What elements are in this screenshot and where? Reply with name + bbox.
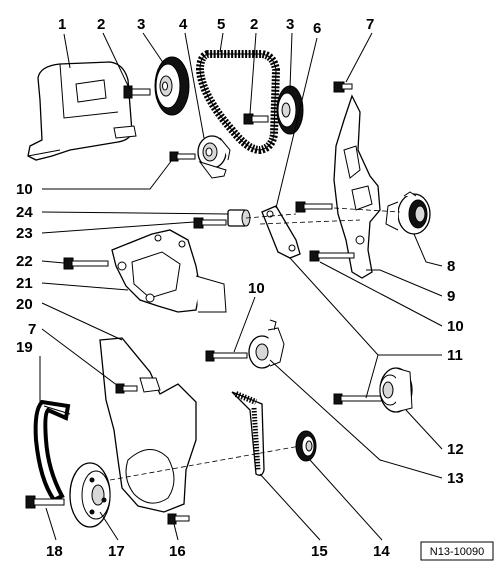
callout-23: 23 (16, 225, 33, 242)
bolt-16 (167, 513, 190, 525)
bolt-cover-mid (295, 201, 333, 213)
camshaft-sprocket-right (276, 85, 304, 135)
callout-numbers: 1 2 3 4 5 2 3 6 7 10 24 23 22 21 20 7 19… (16, 16, 464, 560)
upper-timing-belt-cover (27, 61, 137, 161)
timing-belt-lower (231, 391, 265, 476)
callout-24: 24 (16, 204, 33, 221)
reference-code-box: N13-10090 (420, 541, 494, 561)
bolt-right (243, 113, 269, 125)
engine-mount-bracket (111, 229, 227, 313)
callout-2-left: 2 (97, 16, 105, 33)
camshaft-sprocket-left (154, 56, 190, 116)
vibration-damper-pulley (69, 462, 111, 528)
camshaft-sprocket-bolt (123, 85, 151, 99)
bolt-23 (193, 217, 227, 229)
timing-belt-upper (195, 50, 281, 155)
callout-12: 12 (447, 441, 464, 458)
tensioner-roller (197, 135, 231, 179)
bolt-11 (333, 393, 384, 405)
rear-cover-bolt (333, 81, 353, 93)
callout-4: 4 (179, 16, 188, 33)
idler-roller (379, 367, 413, 413)
assembly-axis-lines (109, 207, 401, 481)
leader-lines (39, 32, 443, 541)
callout-10-a: 10 (16, 181, 33, 198)
coolant-pump (385, 191, 431, 235)
callout-10-b: 10 (447, 318, 464, 335)
callout-14: 14 (373, 543, 390, 560)
bolt-cover-lower (309, 250, 355, 262)
callout-13: 13 (447, 470, 464, 487)
callout-10-c: 10 (248, 280, 265, 297)
callout-11: 11 (447, 347, 463, 364)
callout-15: 15 (311, 543, 328, 560)
bolt-tensioner (169, 151, 196, 162)
lower-timing-belt-cover (99, 337, 197, 513)
reference-code: N13-10090 (430, 546, 484, 558)
callout-18: 18 (46, 543, 63, 560)
bolt-22 (63, 257, 109, 270)
callout-22: 22 (16, 253, 33, 270)
callout-20: 20 (16, 296, 33, 313)
callout-16: 16 (169, 543, 186, 560)
bolt-10-lower (205, 350, 248, 362)
rear-timing-belt-cover (333, 94, 381, 279)
callout-1: 1 (58, 16, 66, 33)
v-ribbed-belt (33, 399, 71, 503)
callout-3-left: 3 (137, 16, 145, 33)
bolt-18 (25, 495, 65, 509)
callout-9: 9 (447, 288, 455, 305)
callout-7-bottom: 7 (28, 321, 36, 338)
semi-automatic-tensioner (248, 319, 285, 369)
callout-7-top: 7 (366, 16, 374, 33)
callout-5: 5 (217, 16, 225, 33)
callout-21: 21 (16, 275, 33, 292)
crankshaft-sprocket (295, 430, 317, 462)
callout-8: 8 (447, 258, 455, 275)
callout-2-right: 2 (250, 16, 258, 33)
callout-17: 17 (108, 543, 125, 560)
callout-3-right: 3 (286, 16, 294, 33)
bolt-7-lower (115, 383, 138, 394)
callout-6: 6 (313, 20, 321, 37)
callout-19: 19 (16, 339, 33, 356)
